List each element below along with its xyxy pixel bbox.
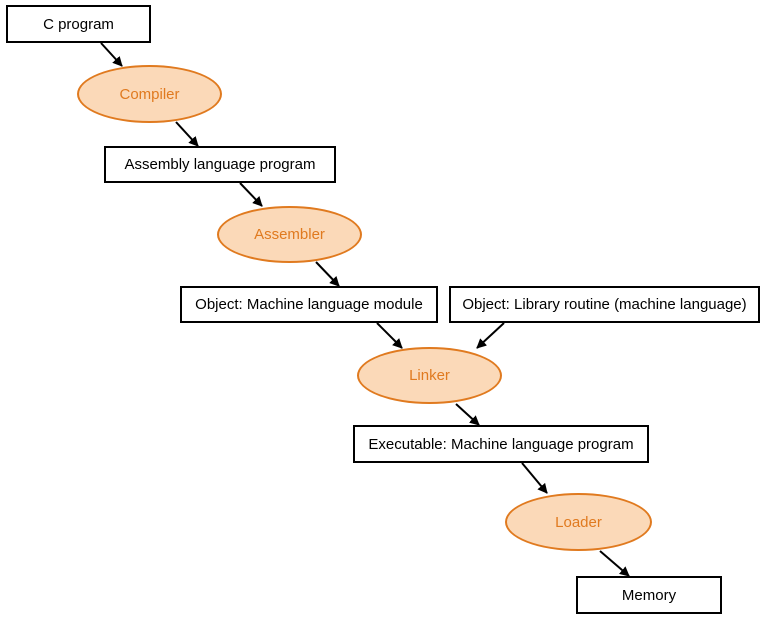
memory-box: Memory bbox=[576, 576, 722, 614]
c-program-box: C program bbox=[6, 5, 151, 43]
compiler-step: Compiler bbox=[77, 65, 222, 123]
library-routine-box: Object: Library routine (machine languag… bbox=[449, 286, 760, 323]
arrow-assembly-to-assembler bbox=[239, 182, 263, 207]
arrow-assembler-to-object-module bbox=[315, 261, 340, 287]
arrow-compiler-to-assembly bbox=[175, 121, 199, 147]
linker-step: Linker bbox=[357, 347, 502, 404]
arrow-executable-to-loader bbox=[521, 462, 548, 494]
arrow-cprogram-to-compiler bbox=[100, 42, 123, 67]
arrow-linker-to-executable bbox=[455, 403, 480, 426]
assembler-step: Assembler bbox=[217, 206, 362, 263]
assembly-program-box: Assembly language program bbox=[104, 146, 336, 183]
object-module-box: Object: Machine language module bbox=[180, 286, 438, 323]
loader-step: Loader bbox=[505, 493, 652, 551]
arrow-loader-to-memory bbox=[599, 550, 630, 577]
executable-box: Executable: Machine language program bbox=[353, 425, 649, 463]
arrow-object-module-to-linker bbox=[376, 322, 403, 349]
arrow-library-to-linker bbox=[476, 322, 505, 349]
